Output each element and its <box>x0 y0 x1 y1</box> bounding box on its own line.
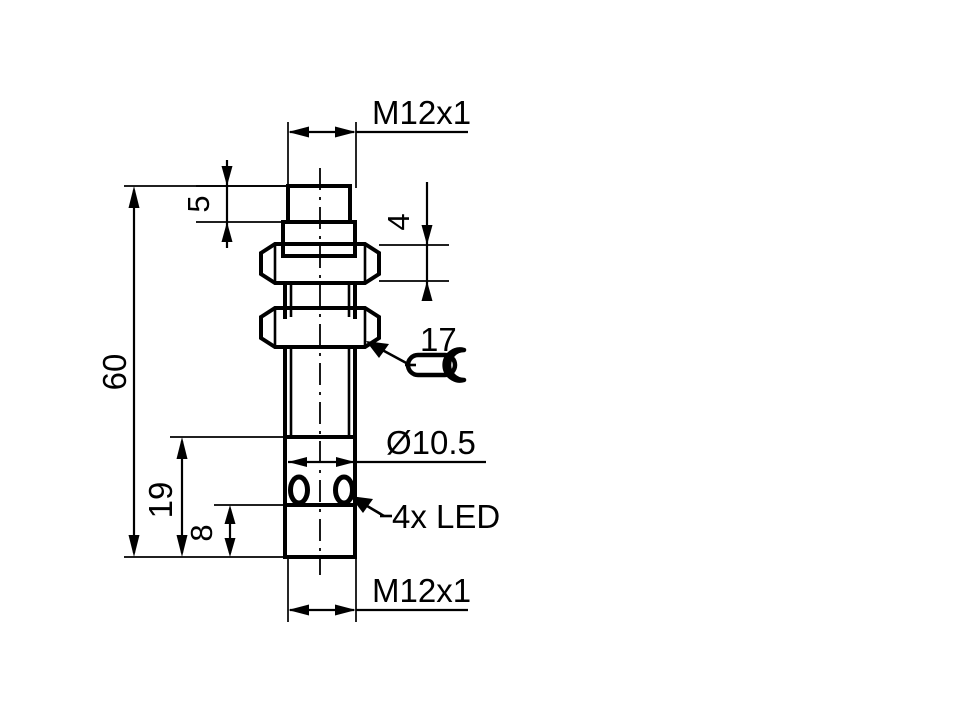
callout-led: 4x LED <box>350 496 500 535</box>
arrowhead-wrench-leader <box>366 341 389 358</box>
sensing-face-cap <box>283 503 357 559</box>
arrowhead-8-top <box>224 505 236 524</box>
arrowhead-5-bottom <box>221 222 233 242</box>
sensor-body-outline <box>259 168 381 575</box>
callout-wrench-size: 17 <box>366 321 467 383</box>
arrowhead-top-left <box>288 126 309 138</box>
arrowhead-bottom-right <box>335 604 356 616</box>
dimension-thread-bottom: M12x1 <box>287 557 471 622</box>
arrowhead-led-leader <box>350 496 373 513</box>
label-thread-bottom: M12x1 <box>372 572 471 609</box>
arrowhead-4-bottom <box>421 281 433 301</box>
dimension-tip-length: 8 <box>184 504 288 557</box>
thread-root-top <box>286 184 352 224</box>
label-total-length: 60 <box>96 354 133 391</box>
label-front-length: 19 <box>142 482 179 519</box>
label-led-callout: 4x LED <box>392 498 500 535</box>
hex-nut-upper <box>259 242 381 285</box>
arrowhead-19-bottom <box>176 535 188 557</box>
wrench-jaw <box>442 347 467 383</box>
label-tip-length: 8 <box>184 524 219 541</box>
led-indicator-left <box>288 474 310 506</box>
arrowhead-60-top <box>128 186 140 208</box>
dimension-front-length: 19 <box>142 436 288 557</box>
arrowhead-top-right <box>335 126 356 138</box>
wrench-icon <box>405 347 467 383</box>
arrowhead-window-right <box>336 457 355 467</box>
hex-nut-lower <box>259 306 381 349</box>
label-nut-offset: 4 <box>381 213 416 230</box>
arrowhead-4-top <box>421 225 433 245</box>
thread-section-upper <box>281 220 357 258</box>
label-thread-top: M12x1 <box>372 94 471 131</box>
label-window-diameter: Ø10.5 <box>386 424 476 461</box>
dimension-thread-top: M12x1 <box>287 94 471 188</box>
arrowhead-60-bottom <box>128 535 140 557</box>
dimension-thread-stub: 5 <box>181 160 288 248</box>
arrowhead-5-top <box>221 166 233 186</box>
label-thread-stub: 5 <box>181 195 216 212</box>
arrowhead-19-top <box>176 437 188 459</box>
dimension-window-diameter: Ø10.5 <box>288 424 486 467</box>
arrowhead-bottom-left <box>288 604 309 616</box>
label-wrench-size: 17 <box>420 321 457 358</box>
led-indicator-right <box>333 474 355 506</box>
dimension-total-length: 60 <box>96 185 288 558</box>
arrowhead-window-left <box>288 457 307 467</box>
arrowhead-8-bottom <box>224 538 236 557</box>
dimension-nut-offset: 4 <box>379 182 449 301</box>
